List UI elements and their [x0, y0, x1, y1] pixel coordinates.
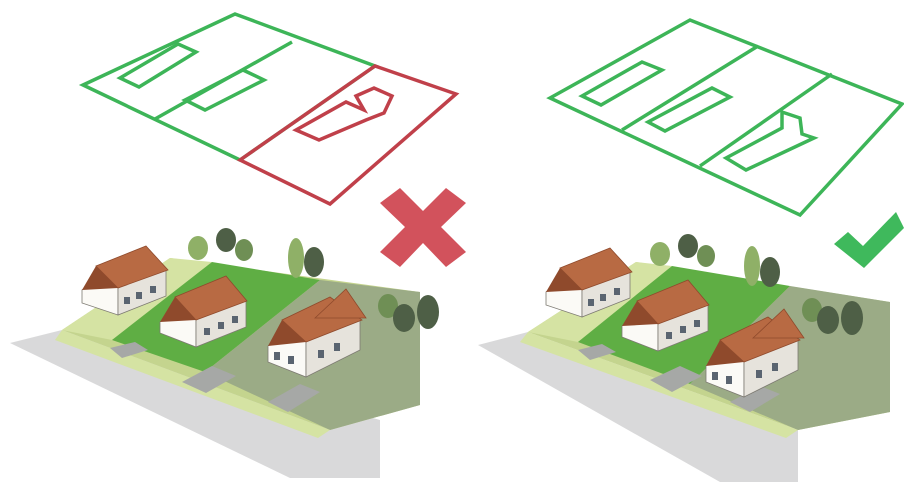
right-plan-outline — [550, 20, 902, 215]
left-plan-house-2 — [185, 70, 264, 110]
left-plan-bad-lot — [240, 66, 456, 204]
left-plan-outline — [83, 14, 375, 160]
cross-mark-icon — [380, 188, 466, 267]
right-street-scene — [478, 234, 890, 482]
tree — [417, 295, 439, 329]
right-plan-house-1 — [582, 62, 662, 105]
tree — [817, 306, 839, 334]
tree — [744, 246, 760, 286]
tree — [235, 239, 253, 261]
left-plan-bad-house — [296, 88, 392, 140]
right-plan-divider-2 — [700, 74, 832, 166]
tree — [393, 304, 415, 332]
left-site-plan — [83, 14, 456, 204]
right-plan-house-2 — [648, 88, 730, 131]
tree — [760, 257, 780, 287]
right-site-plan — [550, 20, 902, 215]
tree — [188, 236, 208, 260]
tree — [650, 242, 670, 266]
right-plan-house-3 — [726, 112, 814, 170]
tree — [288, 238, 304, 278]
right-panel — [478, 20, 904, 482]
tree — [841, 301, 863, 335]
tree — [304, 247, 324, 277]
check-mark-icon — [834, 212, 904, 268]
tree — [678, 234, 698, 258]
tree — [697, 245, 715, 267]
tree — [216, 228, 236, 252]
left-panel — [10, 14, 466, 478]
left-street-scene — [10, 228, 439, 478]
